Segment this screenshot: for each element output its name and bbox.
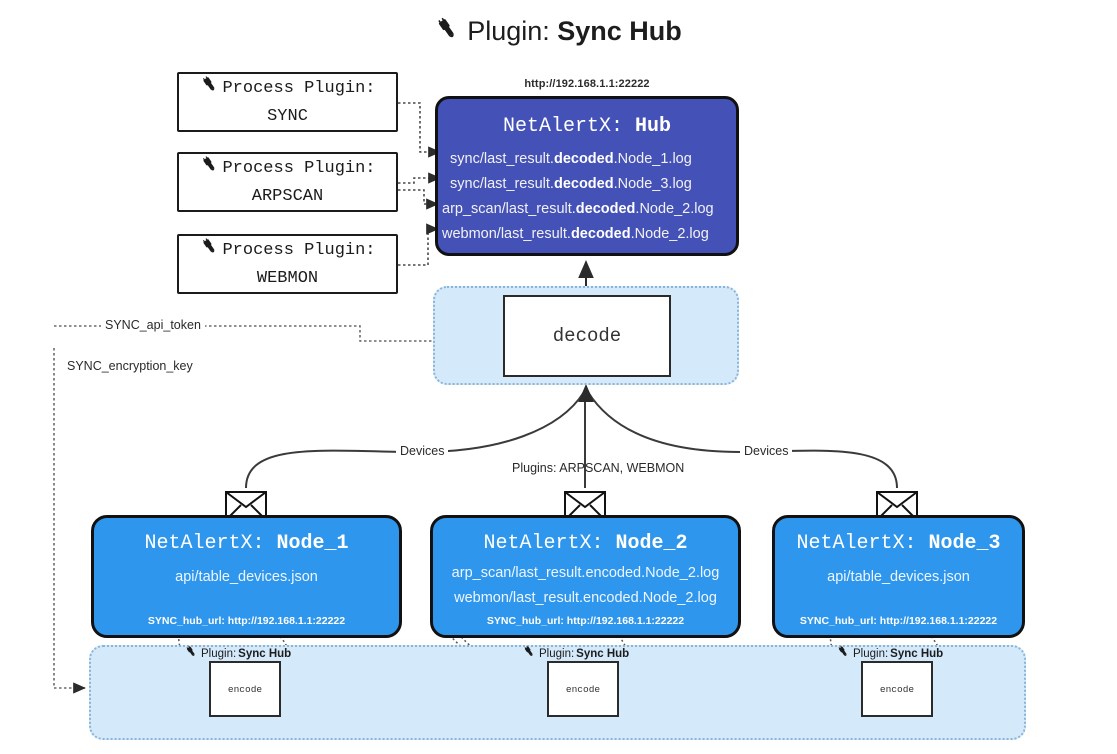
hub-title-name: Hub — [635, 115, 672, 138]
hub-box[interactable]: NetAlertX: Hub sync/last_result.decoded.… — [435, 96, 739, 256]
hub-log-line: arp_scan/last_result.decoded.Node_2.log — [442, 201, 714, 217]
process-plugin-box-webmon[interactable]: Process Plugin: WEBMON — [177, 234, 398, 294]
node-title: NetAlertX: Node_2 — [483, 532, 688, 555]
secret-label-api-token: SYNC_api_token — [101, 318, 205, 332]
hub-log-line: webmon/last_result.decoded.Node_2.log — [442, 226, 709, 242]
plug-icon — [184, 645, 199, 662]
plug-icon — [522, 645, 537, 662]
process-plugin-label: Process Plugin: — [222, 79, 376, 99]
node-title: NetAlertX: Node_1 — [144, 532, 349, 555]
title-prefix: Plugin: — [467, 16, 550, 46]
hub-url-label: http://192.168.1.1:22222 — [524, 78, 650, 90]
process-plugin-name: WEBMON — [256, 268, 319, 288]
node-line: api/table_devices.json — [175, 569, 318, 585]
edge-label-plugins-center: Plugins: ARPSCAN, WEBMON — [512, 461, 685, 475]
hub-log-line: sync/last_result.decoded.Node_3.log — [450, 176, 692, 192]
node-footer: SYNC_hub_url: http://192.168.1.1:22222 — [799, 615, 998, 627]
hub-title-prefix: NetAlertX: — [502, 115, 623, 138]
hub-log-list: sync/last_result.decoded.Node_1.log sync… — [438, 147, 736, 247]
page-title: Plugin: Sync Hub — [0, 16, 1117, 50]
hub-log-line: sync/last_result.decoded.Node_1.log — [450, 151, 692, 167]
plug-icon — [199, 75, 221, 105]
process-plugin-box-arpscan[interactable]: Process Plugin: ARPSCAN — [177, 152, 398, 212]
plug-icon — [199, 237, 221, 267]
encoder-caption: Plugin: Sync Hub — [184, 645, 291, 662]
process-plugin-label: Process Plugin: — [222, 159, 376, 179]
process-plugin-name: SYNC — [267, 106, 308, 126]
encode-box-node-1[interactable]: encode — [209, 661, 281, 717]
decode-box[interactable]: decode — [503, 295, 671, 377]
node-title: NetAlertX: Node_3 — [796, 532, 1001, 555]
encode-box-node-2[interactable]: encode — [547, 661, 619, 717]
process-plugin-box-sync[interactable]: Process Plugin: SYNC — [177, 72, 398, 132]
process-plugin-label: Process Plugin: — [222, 241, 376, 261]
plug-icon — [435, 17, 461, 50]
process-plugin-name: ARPSCAN — [251, 186, 324, 206]
node-line: arp_scan/last_result.encoded.Node_2.log — [451, 565, 720, 581]
title-name: Sync Hub — [557, 16, 682, 46]
plug-icon — [836, 645, 851, 662]
node-box-node-3[interactable]: NetAlertX: Node_3 api/table_devices.json… — [772, 515, 1025, 638]
edge-label-devices-left: Devices — [396, 444, 449, 458]
node-line: api/table_devices.json — [827, 569, 970, 585]
hub-title: NetAlertX: Hub — [438, 115, 736, 138]
plug-icon — [199, 155, 221, 185]
encode-box-node-3[interactable]: encode — [861, 661, 933, 717]
node-box-node-1[interactable]: NetAlertX: Node_1 api/table_devices.json… — [91, 515, 402, 638]
edge-label-devices-right: Devices — [740, 444, 793, 458]
node-box-node-2[interactable]: NetAlertX: Node_2 arp_scan/last_result.e… — [430, 515, 741, 638]
node-footer: SYNC_hub_url: http://192.168.1.1:22222 — [147, 615, 346, 627]
node-line: webmon/last_result.encoded.Node_2.log — [454, 590, 717, 606]
encoder-caption: Plugin: Sync Hub — [522, 645, 629, 662]
node-footer: SYNC_hub_url: http://192.168.1.1:22222 — [486, 615, 685, 627]
secret-label-encryption-key: SYNC_encryption_key — [63, 359, 197, 373]
encoder-caption: Plugin: Sync Hub — [836, 645, 943, 662]
